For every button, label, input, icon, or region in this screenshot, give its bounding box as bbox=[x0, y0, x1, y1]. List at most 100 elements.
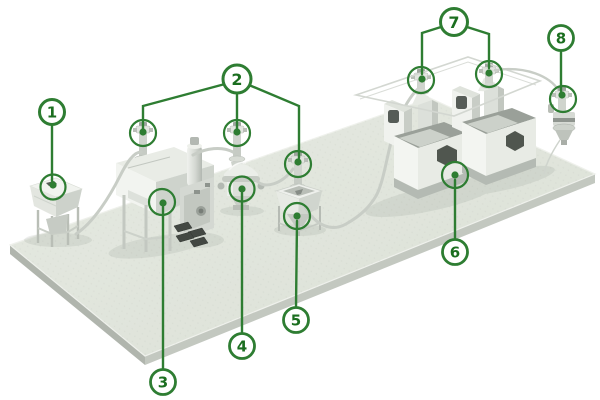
callout-7-target-dot bbox=[485, 69, 493, 77]
callout-8[interactable]: 8 bbox=[547, 24, 575, 52]
callout-7-leader-line-right bbox=[465, 25, 491, 70]
callout-5-leader-line bbox=[294, 219, 299, 309]
valve-wing bbox=[411, 75, 415, 79]
callout-3-annotation: 3 bbox=[147, 187, 177, 396]
callout-8-target-dot bbox=[558, 91, 566, 99]
callout-7[interactable]: 7 bbox=[439, 7, 469, 37]
callout-5-number: 5 bbox=[291, 312, 301, 330]
callout-1-annotation: 1 bbox=[38, 98, 67, 201]
callout-7-bubble[interactable] bbox=[439, 7, 469, 37]
callout-8-target-ring bbox=[548, 84, 578, 114]
callout-6-target-dot bbox=[451, 171, 459, 179]
tower-cylinder bbox=[187, 145, 202, 187]
callout-1-number: 1 bbox=[47, 104, 57, 122]
valve-wing bbox=[495, 69, 499, 73]
callout-4-bubble[interactable] bbox=[228, 332, 256, 360]
callout-7-target-dot bbox=[418, 75, 426, 83]
callout-2-target-ring bbox=[283, 149, 313, 179]
valve-wing bbox=[552, 93, 556, 97]
callout-1-target-dot bbox=[49, 181, 57, 189]
pad bbox=[173, 221, 193, 233]
container-station-unit bbox=[274, 152, 324, 236]
hose-mill-to-container bbox=[254, 167, 295, 187]
callout-2-annotation: 2 bbox=[128, 63, 313, 179]
callout-2-leader-line-left bbox=[141, 82, 227, 132]
callout-1[interactable]: 1 bbox=[38, 98, 66, 126]
under-funnel bbox=[46, 214, 68, 234]
machine-legs bbox=[122, 195, 172, 252]
receiver-outlet bbox=[561, 140, 567, 145]
callout-3[interactable]: 3 bbox=[149, 368, 177, 396]
hex-port bbox=[506, 131, 524, 151]
callout-8-annotation: 8 bbox=[547, 24, 578, 114]
callout-6-bubble[interactable] bbox=[441, 238, 469, 266]
callout-5[interactable]: 5 bbox=[282, 306, 310, 334]
callout-2-bubble[interactable] bbox=[221, 63, 253, 95]
hopper-right bbox=[452, 63, 536, 185]
granulator-unit bbox=[116, 122, 214, 252]
valve-stem bbox=[417, 80, 425, 90]
callout-2-number: 2 bbox=[231, 70, 242, 89]
callout-6[interactable]: 6 bbox=[441, 238, 469, 266]
dome-highlight bbox=[228, 161, 247, 171]
platform-right-side bbox=[145, 174, 595, 365]
callout-2[interactable]: 2 bbox=[221, 63, 253, 95]
callout-6-annotation: 6 bbox=[440, 160, 470, 266]
valve-stem bbox=[485, 74, 493, 84]
callout-2-target-dot bbox=[294, 158, 302, 166]
inlet-neck bbox=[233, 146, 241, 158]
callout-7-number: 7 bbox=[448, 13, 459, 32]
detail-block bbox=[194, 190, 200, 194]
callout-3-number: 3 bbox=[158, 374, 168, 392]
callout-3-bubble[interactable] bbox=[149, 368, 177, 396]
callout-7-target-ring bbox=[406, 65, 436, 95]
valve-wing bbox=[304, 158, 308, 162]
hose-hopper-to-receiver bbox=[493, 67, 561, 93]
discharge-port-center bbox=[198, 208, 204, 214]
frame-brace bbox=[278, 222, 321, 232]
pipe-loop-inner bbox=[359, 61, 537, 100]
callout-8-number: 8 bbox=[556, 30, 566, 48]
detail-block bbox=[205, 183, 210, 187]
receiver-cone bbox=[555, 130, 573, 140]
feeder-station-unit bbox=[29, 177, 83, 247]
pipe-loop bbox=[352, 56, 543, 117]
pad bbox=[175, 231, 195, 243]
callout-2-target-ring bbox=[222, 118, 252, 148]
bin-inner-slope bbox=[467, 115, 518, 133]
callout-2-leader-line-right bbox=[247, 83, 301, 160]
panel-seam bbox=[33, 195, 57, 207]
bin-inner-slope bbox=[399, 129, 450, 147]
callout-5-target-dot bbox=[293, 212, 301, 220]
valve-wing bbox=[133, 128, 137, 132]
callout-5-annotation: 5 bbox=[282, 201, 312, 334]
inlet-neck bbox=[294, 176, 302, 186]
callout-1-bubble[interactable] bbox=[38, 98, 66, 126]
shadow bbox=[445, 165, 555, 197]
callout-6-target-ring bbox=[440, 160, 470, 190]
callout-4-target-ring bbox=[228, 175, 256, 203]
inlet-neck bbox=[139, 147, 147, 158]
side-knob bbox=[217, 182, 225, 190]
valve-wing bbox=[427, 75, 431, 79]
side-panel bbox=[128, 190, 148, 207]
callout-4[interactable]: 4 bbox=[228, 332, 256, 360]
stand-frame bbox=[37, 225, 79, 236]
slab-top bbox=[452, 86, 480, 98]
callout-7-annotation: 7 bbox=[406, 7, 504, 95]
shadow bbox=[24, 233, 92, 247]
callout-3-target-dot bbox=[159, 199, 167, 207]
valve-stem bbox=[558, 98, 566, 112]
callout-3-target-ring bbox=[147, 187, 177, 217]
callout-8-bubble[interactable] bbox=[547, 24, 575, 52]
body-left-face bbox=[30, 186, 56, 217]
base-band bbox=[462, 158, 536, 185]
bin-right-face bbox=[298, 191, 322, 218]
bin-left-face bbox=[462, 122, 486, 176]
slab-port-hole bbox=[456, 96, 467, 109]
shadow bbox=[365, 180, 495, 218]
callout-4-number: 4 bbox=[237, 338, 247, 356]
callout-5-bubble[interactable] bbox=[282, 306, 310, 334]
